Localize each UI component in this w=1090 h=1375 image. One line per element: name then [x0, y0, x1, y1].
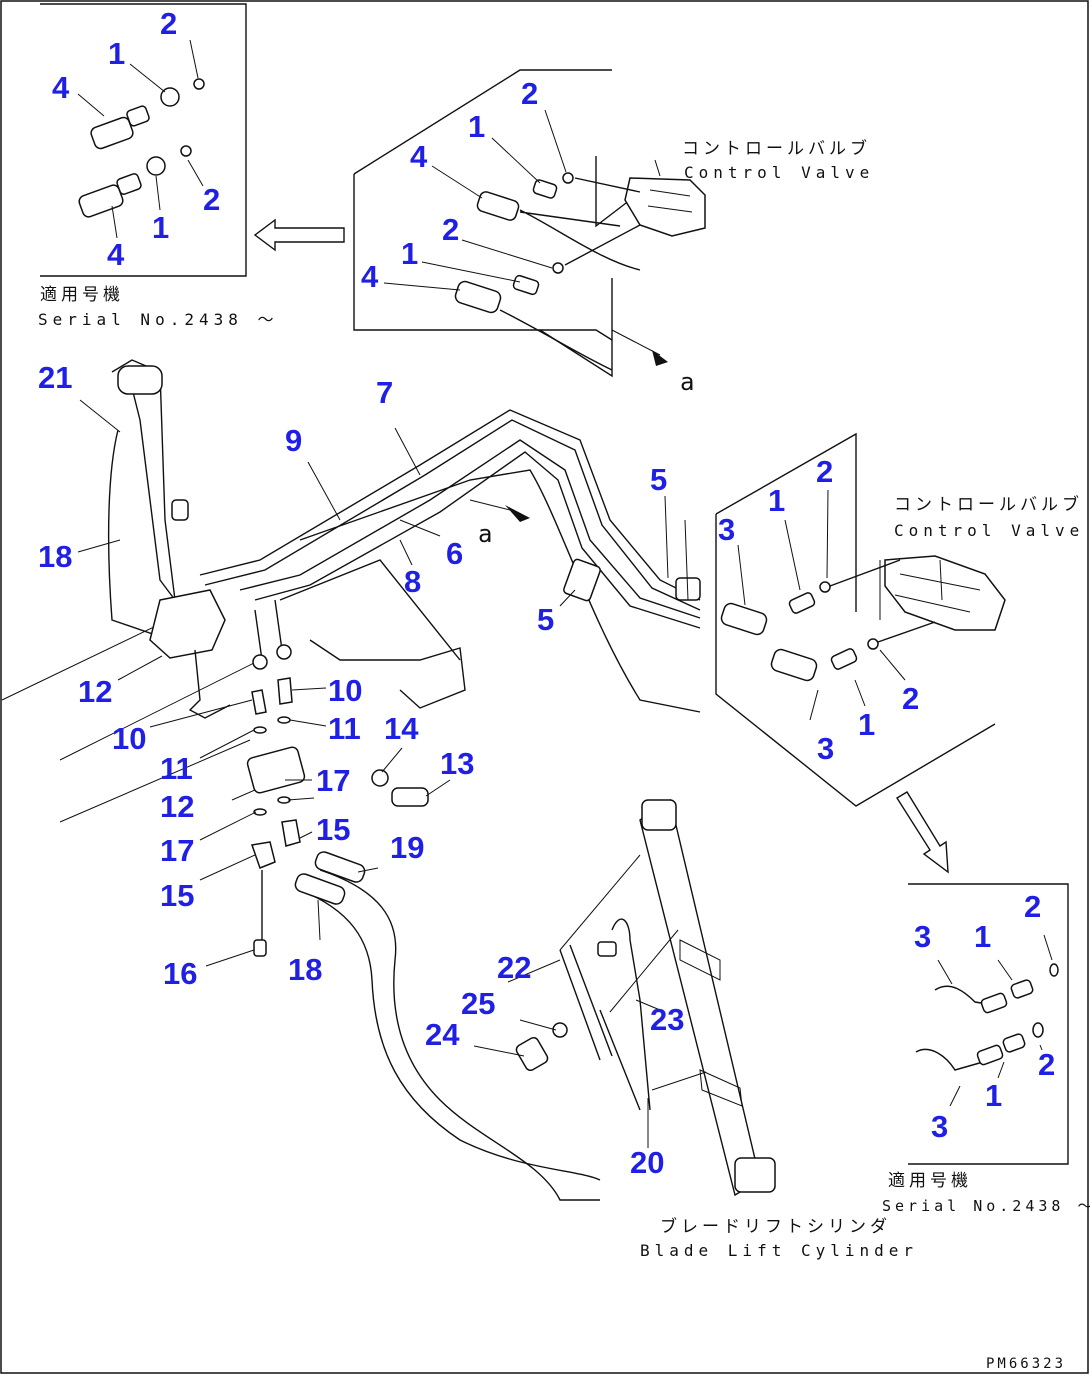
callout-10: 10	[112, 721, 146, 756]
callout-5: 5	[537, 602, 554, 637]
callout-12: 12	[78, 674, 112, 709]
callout-4: 4	[52, 70, 70, 105]
callout-19: 19	[390, 830, 424, 865]
callout-7: 7	[376, 375, 393, 410]
callout-4: 4	[107, 237, 125, 272]
callout-3: 3	[817, 731, 834, 766]
inset-top-center: 2 1 4 2 1 4 コントロールバルブ Control Valve a	[353, 69, 874, 396]
control-valve-label-en: Control Valve	[684, 163, 874, 182]
callout-14: 14	[384, 711, 419, 746]
inset-top-left: 2 1 4 2 1 4 適用号機 Serial No.2438 〜	[38, 3, 279, 329]
callout-25: 25	[461, 986, 495, 1021]
callout-24: 24	[425, 1017, 460, 1052]
callout-23: 23	[650, 1002, 684, 1037]
callout-6: 6	[446, 536, 463, 571]
callout-1: 1	[108, 36, 125, 71]
callout-1: 1	[858, 707, 875, 742]
callout-5: 5	[650, 462, 667, 497]
callout-1: 1	[974, 919, 991, 954]
callout-2: 2	[816, 454, 833, 489]
callout-17: 17	[160, 833, 194, 868]
callout-2: 2	[521, 76, 538, 111]
blade-cylinder-label-en: Blade Lift Cylinder	[640, 1241, 918, 1260]
inset-bottom-right: 2 3 1 2 1 3 適用号機 Serial No.2438 〜	[882, 883, 1090, 1215]
left-arrow-icon	[253, 218, 345, 252]
serial-number-label: Serial No.2438 〜	[882, 1197, 1090, 1215]
control-valve-label-jp: コントロールバルブ	[894, 494, 1083, 515]
callout-18: 18	[288, 952, 322, 987]
callout-10: 10	[328, 673, 362, 708]
callout-1: 1	[985, 1078, 1002, 1113]
callout-17: 17	[316, 763, 350, 798]
callout-22: 22	[497, 950, 531, 985]
arrow-a-icon	[652, 350, 668, 366]
blade-cylinder-label-jp: ブレードリフトシリンダ	[660, 1216, 891, 1237]
view-marker-a: a	[680, 368, 699, 396]
callout-3: 3	[931, 1109, 948, 1144]
callout-2: 2	[1024, 889, 1041, 924]
callout-18: 18	[38, 539, 72, 574]
callout-3: 3	[718, 512, 735, 547]
callout-12: 12	[160, 789, 194, 824]
applicable-serial-label: 適用号機	[888, 1171, 972, 1191]
control-valve-label-jp: コントロールバルブ	[682, 138, 871, 159]
callout-3: 3	[914, 919, 931, 954]
callout-21: 21	[38, 360, 72, 395]
serial-number-label: Serial No.2438 〜	[38, 310, 279, 329]
arrow-a-icon	[505, 505, 530, 522]
callout-8: 8	[404, 564, 421, 599]
callout-15: 15	[316, 812, 350, 847]
callout-2: 2	[160, 6, 177, 41]
main-assembly: 21 18 9 7 6 8 5 5 12 10 10 11 11 14 13 1…	[1, 359, 1006, 1260]
callout-1: 1	[768, 483, 785, 518]
callout-2: 2	[902, 681, 919, 716]
view-marker-a: a	[478, 520, 497, 548]
callout-11: 11	[160, 751, 193, 786]
callout-15: 15	[160, 878, 194, 913]
callout-20: 20	[630, 1145, 664, 1180]
control-valve-label-en: Control Valve	[894, 521, 1084, 540]
callout-13: 13	[440, 746, 474, 781]
callout-4: 4	[361, 259, 379, 294]
callout-2: 2	[203, 182, 220, 217]
callout-9: 9	[285, 423, 302, 458]
callout-1: 1	[401, 236, 418, 271]
callout-1: 1	[152, 210, 169, 245]
callout-2: 2	[442, 212, 459, 247]
callout-4: 4	[410, 139, 428, 174]
callout-16: 16	[163, 956, 197, 991]
callout-2: 2	[1038, 1047, 1055, 1082]
callout-1: 1	[468, 109, 485, 144]
down-arrow-icon	[896, 791, 949, 874]
callout-11: 11	[328, 711, 361, 746]
drawing-code: PM66323	[986, 1356, 1066, 1372]
applicable-serial-label: 適用号機	[40, 285, 124, 305]
inset-right-center: 3 1 2 3 1 2 コントロールバルブ Control Valve	[715, 432, 1084, 807]
